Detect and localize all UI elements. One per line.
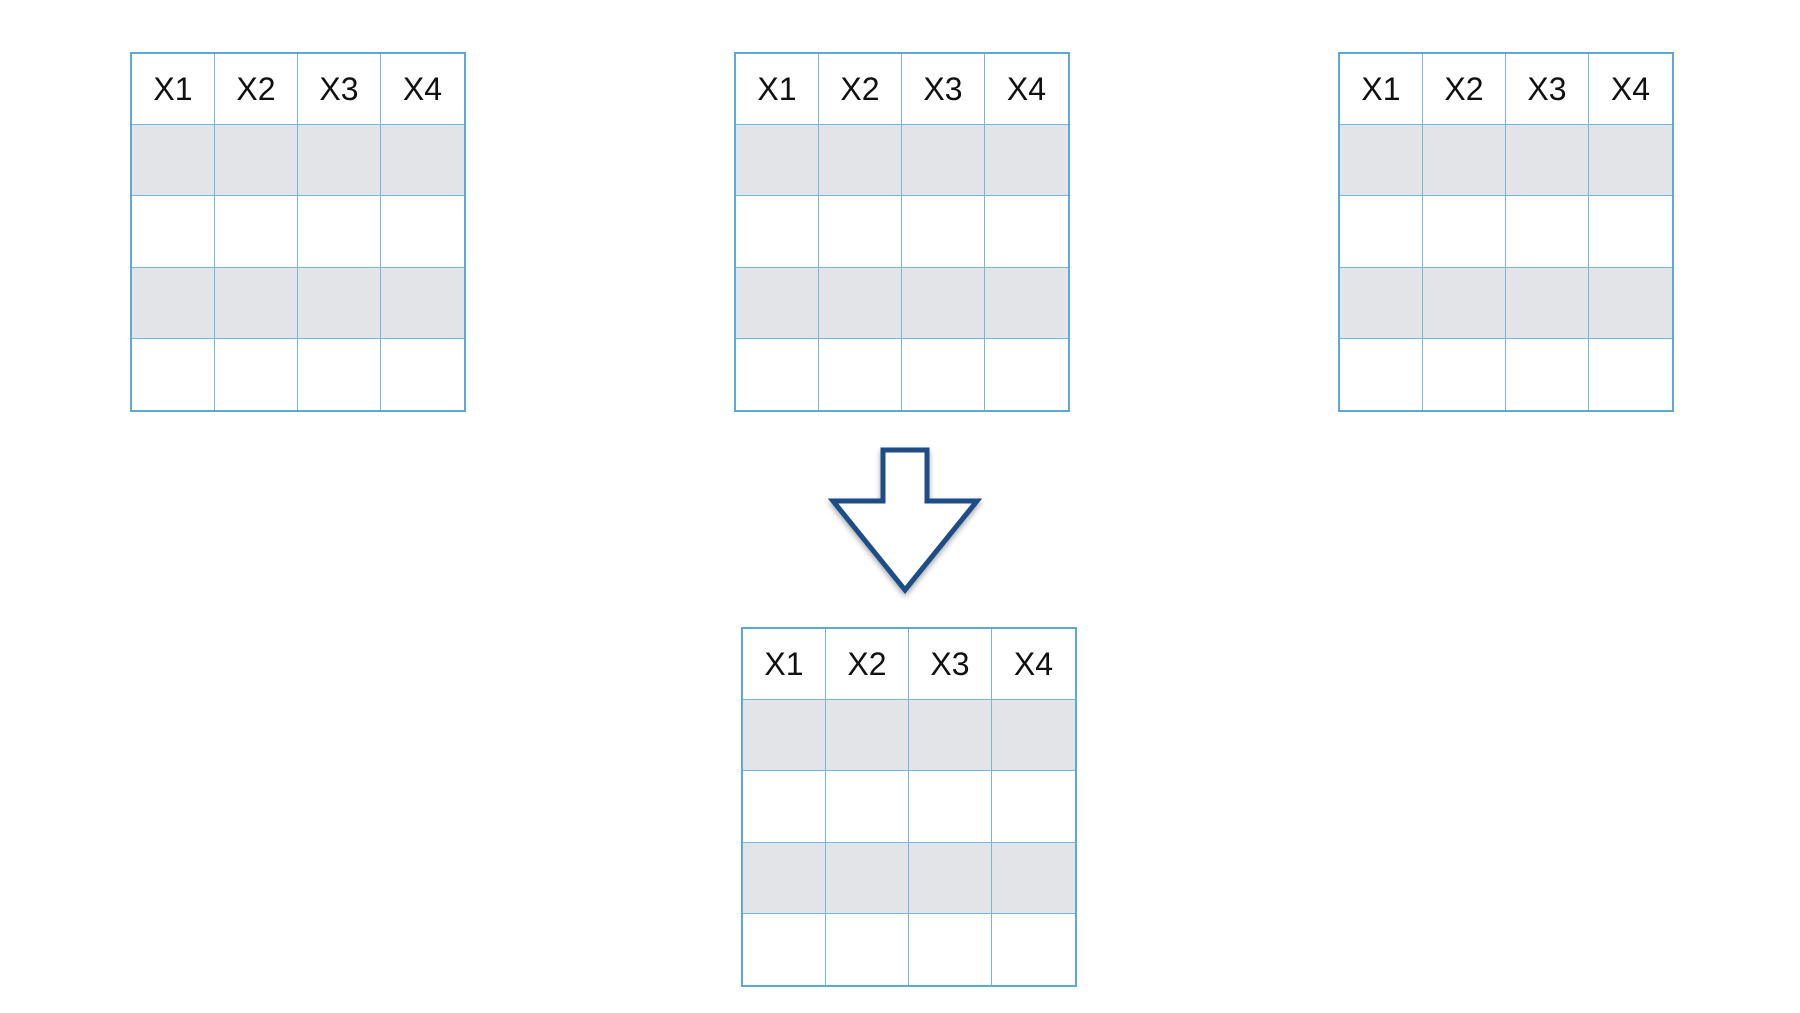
- table-cell: [215, 196, 298, 268]
- column-header: X1: [1340, 54, 1423, 126]
- table-cell: [381, 267, 464, 339]
- table-cell: [826, 771, 909, 843]
- table-cell: [1340, 196, 1423, 268]
- table-cell: [902, 267, 985, 339]
- table-cell: [381, 125, 464, 197]
- table-cell: [1506, 125, 1589, 197]
- table-cell: [743, 771, 826, 843]
- table-cell: [215, 125, 298, 197]
- table-cell: [1340, 125, 1423, 197]
- table-cell: [298, 338, 381, 410]
- table-cell: [743, 700, 826, 772]
- table-cell: [826, 700, 909, 772]
- table-cell: [381, 338, 464, 410]
- column-header: X1: [132, 54, 215, 126]
- table-cell: [298, 125, 381, 197]
- table-cell: [736, 196, 819, 268]
- table-cell: [1589, 125, 1672, 197]
- table-cell: [215, 338, 298, 410]
- table-cell: [909, 700, 992, 772]
- table-cell: [1506, 267, 1589, 339]
- table-cell: [992, 842, 1075, 914]
- column-header: X2: [826, 629, 909, 701]
- table-cell: [736, 338, 819, 410]
- table-cell: [819, 196, 902, 268]
- table-cell: [132, 125, 215, 197]
- arrow-shape: [827, 447, 983, 594]
- table-cell: [992, 913, 1075, 985]
- table-cell: [992, 771, 1075, 843]
- table-cell: [985, 267, 1068, 339]
- column-header: X2: [1423, 54, 1506, 126]
- table-cell: [1589, 338, 1672, 410]
- table-cell: [819, 125, 902, 197]
- table-cell: [298, 196, 381, 268]
- column-header: X3: [902, 54, 985, 126]
- table-cell: [909, 842, 992, 914]
- table-cell: [1506, 196, 1589, 268]
- table-cell: [1423, 196, 1506, 268]
- table-cell: [826, 913, 909, 985]
- table-cell: [1589, 267, 1672, 339]
- table-cell: [1340, 338, 1423, 410]
- table-cell: [902, 125, 985, 197]
- table-cell: [909, 913, 992, 985]
- table-cell: [132, 338, 215, 410]
- table-cell: [985, 196, 1068, 268]
- table-cell: [381, 196, 464, 268]
- table-cell: [902, 338, 985, 410]
- table-cell: [992, 700, 1075, 772]
- table-cell: [736, 125, 819, 197]
- table-cell: [1423, 338, 1506, 410]
- table-cell: [298, 267, 381, 339]
- table-cell: [1589, 196, 1672, 268]
- table-cell: [215, 267, 298, 339]
- column-header: X4: [985, 54, 1068, 126]
- column-header: X3: [1506, 54, 1589, 126]
- column-header: X4: [381, 54, 464, 126]
- table-cell: [1340, 267, 1423, 339]
- column-header: X2: [215, 54, 298, 126]
- table-cell: [985, 125, 1068, 197]
- down-arrow-icon: [827, 447, 983, 594]
- column-header: X3: [909, 629, 992, 701]
- table-cell: [902, 196, 985, 268]
- table-cell: [985, 338, 1068, 410]
- table-cell: [826, 842, 909, 914]
- table-cell: [1423, 267, 1506, 339]
- table-cell: [132, 196, 215, 268]
- table-cell: [909, 771, 992, 843]
- table-cell: [819, 338, 902, 410]
- column-header: X4: [1589, 54, 1672, 126]
- table-cell: [743, 913, 826, 985]
- table-cell: [743, 842, 826, 914]
- column-header: X3: [298, 54, 381, 126]
- column-header: X4: [992, 629, 1075, 701]
- table-cell: [1506, 338, 1589, 410]
- table-cell: [819, 267, 902, 339]
- column-header: X1: [743, 629, 826, 701]
- column-header: X2: [819, 54, 902, 126]
- table-cell: [132, 267, 215, 339]
- table-cell: [1423, 125, 1506, 197]
- table-cell: [736, 267, 819, 339]
- column-header: X1: [736, 54, 819, 126]
